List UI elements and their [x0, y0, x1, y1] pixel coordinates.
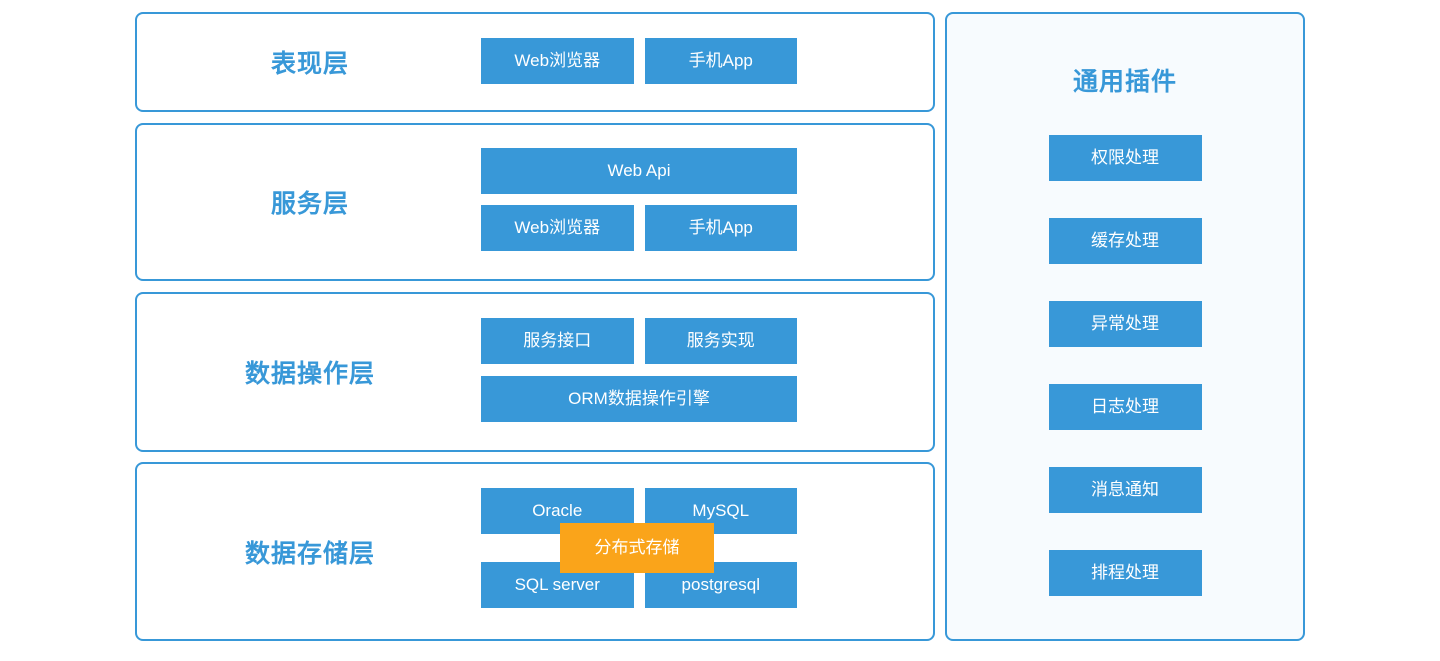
node-distributed-storage: 分布式存储 [560, 523, 714, 573]
node-row: Web浏览器 手机App [481, 205, 797, 251]
layer-service-title: 服务层 [270, 190, 349, 218]
layer-presentation: 表现层 Web浏览器 手机App [135, 12, 935, 112]
plugin-permission: 权限处理 [1048, 135, 1202, 181]
node-row: Web浏览器 手机App [481, 38, 797, 84]
plugins-panel: 通用插件 权限处理 缓存处理 异常处理 日志处理 消息通知 排程处理 [945, 12, 1305, 641]
layer-data-storage: 数据存储层 Oracle MySQL SQL server postgresql… [135, 462, 935, 641]
plugins-panel-title: 通用插件 [1072, 68, 1177, 96]
node-web-api: Web Api [481, 148, 797, 194]
plugins-list: 权限处理 缓存处理 异常处理 日志处理 消息通知 排程处理 [947, 135, 1303, 596]
layer-data-storage-nodes: Oracle MySQL SQL server postgresql [481, 488, 797, 608]
node-web-browser: Web浏览器 [481, 205, 634, 251]
layer-data-operation: 数据操作层 服务接口 服务实现 ORM数据操作引擎 [135, 292, 935, 452]
layer-data-operation-title: 数据操作层 [244, 360, 375, 388]
plugin-cache: 缓存处理 [1048, 218, 1202, 264]
node-row: SQL server postgresql [481, 562, 797, 608]
node-mobile-app: 手机App [644, 205, 797, 251]
layer-data-operation-nodes: 服务接口 服务实现 ORM数据操作引擎 [481, 318, 797, 422]
plugin-log: 日志处理 [1048, 384, 1202, 430]
plugin-schedule: 排程处理 [1048, 550, 1202, 596]
layer-presentation-title: 表现层 [270, 50, 349, 78]
node-mobile-app: 手机App [644, 38, 797, 84]
node-service-interface: 服务接口 [481, 318, 634, 364]
plugin-exception: 异常处理 [1048, 301, 1202, 347]
node-orm-engine: ORM数据操作引擎 [481, 376, 797, 422]
layer-presentation-nodes: Web浏览器 手机App [481, 38, 797, 84]
node-service-implementation: 服务实现 [644, 318, 797, 364]
node-row: ORM数据操作引擎 [481, 376, 797, 422]
layer-service: 服务层 Web Api Web浏览器 手机App [135, 123, 935, 281]
layer-service-nodes: Web Api Web浏览器 手机App [481, 148, 797, 251]
node-row: 服务接口 服务实现 [481, 318, 797, 364]
node-web-browser: Web浏览器 [481, 38, 634, 84]
layer-data-storage-title: 数据存储层 [244, 539, 375, 568]
plugin-notification: 消息通知 [1048, 467, 1202, 513]
node-row: Web Api [481, 148, 797, 194]
